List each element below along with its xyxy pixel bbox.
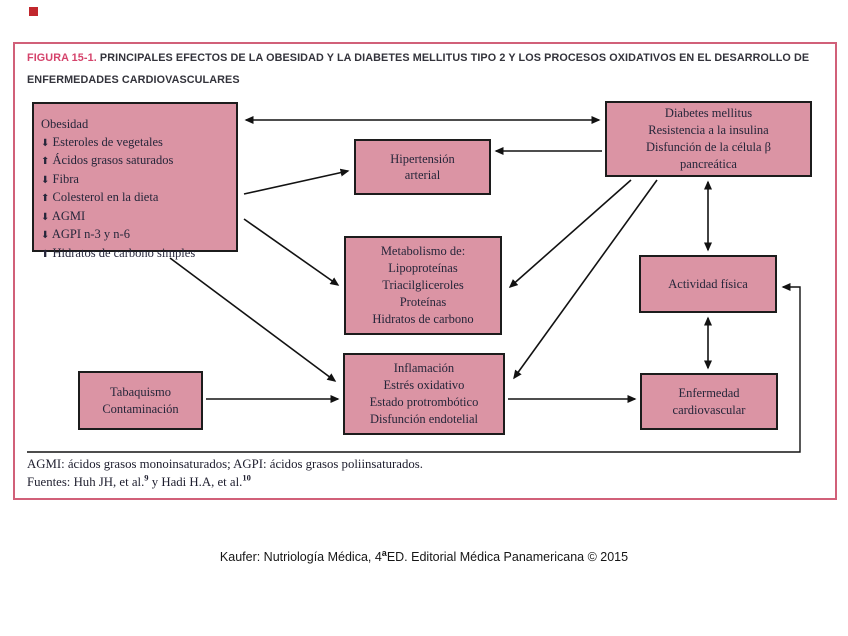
metabolismo-box: Metabolismo de: Lipoproteínas Triacilgli…	[344, 236, 502, 335]
diabetes-box: Diabetes mellitus Resistencia a la insul…	[605, 101, 812, 177]
down-arrow-icon: ⬇	[41, 211, 50, 223]
item-label: Hidratos de carbono simples	[52, 245, 196, 260]
figure-footnotes: AGMI: ácidos grasos monoinsaturados; AGP…	[27, 456, 807, 491]
list-item: ⬆ Hidratos de carbono simples	[41, 245, 230, 264]
box-line: Proteínas	[399, 295, 447, 309]
caption-text: ED. Editorial Médica Panamericana © 2015	[386, 550, 629, 564]
box-line: Hidratos de carbono	[372, 312, 474, 326]
list-item: ⬇ AGMI	[41, 208, 230, 227]
box-line: Tabaquismo	[110, 385, 171, 399]
caption-superscript: a	[381, 547, 387, 558]
box-line: Actividad física	[668, 276, 748, 291]
box-line: cardiovascular	[672, 402, 746, 417]
box-line: Disfunción endotelial	[370, 412, 478, 426]
up-arrow-icon: ⬆	[41, 156, 50, 167]
down-arrow-icon: ⬇	[41, 137, 50, 149]
up-arrow-icon: ⬆	[41, 193, 50, 204]
reference-superscript: 10	[242, 472, 251, 483]
box-line: Resistencia a la insulina	[648, 123, 769, 137]
footnote-sources: Fuentes: Huh JH, et al.9 y Hadi H.A, et …	[27, 472, 807, 492]
footnote-text: Fuentes: Huh JH, et al.	[27, 474, 145, 489]
box-line: Lipoproteínas	[388, 261, 458, 275]
up-arrow-icon: ⬆	[41, 248, 50, 260]
caption-text: Kaufer: Nutriología Médica, 4	[219, 550, 382, 564]
page-corner-marker	[29, 7, 38, 16]
box-line: Diabetes mellitus	[664, 106, 753, 120]
list-item: ⬆ Colesterol en la dieta	[41, 189, 230, 208]
obesidad-box: Obesidad ⬇ Esteroles de vegetales ⬆ Ácid…	[32, 102, 238, 260]
tabaquismo-box: Tabaquismo Contaminación	[78, 371, 203, 430]
book-caption: Kaufer: Nutriología Médica, 4aED. Editor…	[0, 547, 848, 564]
footnote-abbreviations: AGMI: ácidos grasos monoinsaturados; AGP…	[27, 457, 423, 471]
box-line: Hipertensión	[390, 151, 455, 166]
hipertension-box: Hipertensión arterial	[354, 139, 491, 195]
figure-title: FIGURA 15-1. PRINCIPALES EFECTOS DE LA O…	[27, 48, 813, 91]
actividad-fisica-box: Actividad física	[639, 255, 777, 313]
box-line: Triacilgliceroles	[382, 278, 464, 292]
box-line: Enfermedad	[678, 386, 740, 400]
box-line: arterial	[404, 168, 441, 182]
item-label: Colesterol en la dieta	[52, 190, 159, 204]
item-label: Fibra	[52, 171, 79, 186]
item-label: Esteroles de vegetales	[52, 134, 163, 149]
box-line: Inflamación	[393, 361, 455, 375]
list-item: ⬇ AGPI n-3 y n-6	[41, 226, 230, 245]
inflamacion-box: Inflamación Estrés oxidativo Estado prot…	[343, 353, 505, 435]
box-line: Estado protrombótico	[369, 395, 479, 409]
box-line: Metabolismo de:	[380, 244, 466, 258]
reference-superscript: 9	[144, 472, 149, 483]
footnote-text: y Hadi H.A, et al.	[148, 474, 243, 489]
figure-title-text: PRINCIPALES EFECTOS DE LA OBESIDAD Y LA …	[27, 52, 810, 86]
box-line: Disfunción de la célula β	[645, 140, 772, 154]
list-item: ⬇ Esteroles de vegetales	[41, 134, 230, 153]
item-label: Ácidos grasos saturados	[52, 153, 174, 167]
list-item: ⬇ Fibra	[41, 171, 230, 190]
box-line: Estrés oxidativo	[383, 378, 465, 392]
item-label: AGMI	[51, 208, 86, 223]
item-label: AGPI n-3 y n-6	[51, 227, 130, 241]
list-item: ⬆ Ácidos grasos saturados	[41, 152, 230, 171]
figure-label: FIGURA 15-1.	[27, 52, 97, 64]
down-arrow-icon: ⬇	[41, 230, 50, 241]
down-arrow-icon: ⬇	[41, 174, 50, 186]
obesidad-title: Obesidad	[41, 117, 89, 131]
box-line: Contaminación	[102, 401, 179, 416]
box-line: pancreática	[680, 157, 737, 171]
enfermedad-cardiovascular-box: Enfermedad cardiovascular	[640, 373, 778, 430]
